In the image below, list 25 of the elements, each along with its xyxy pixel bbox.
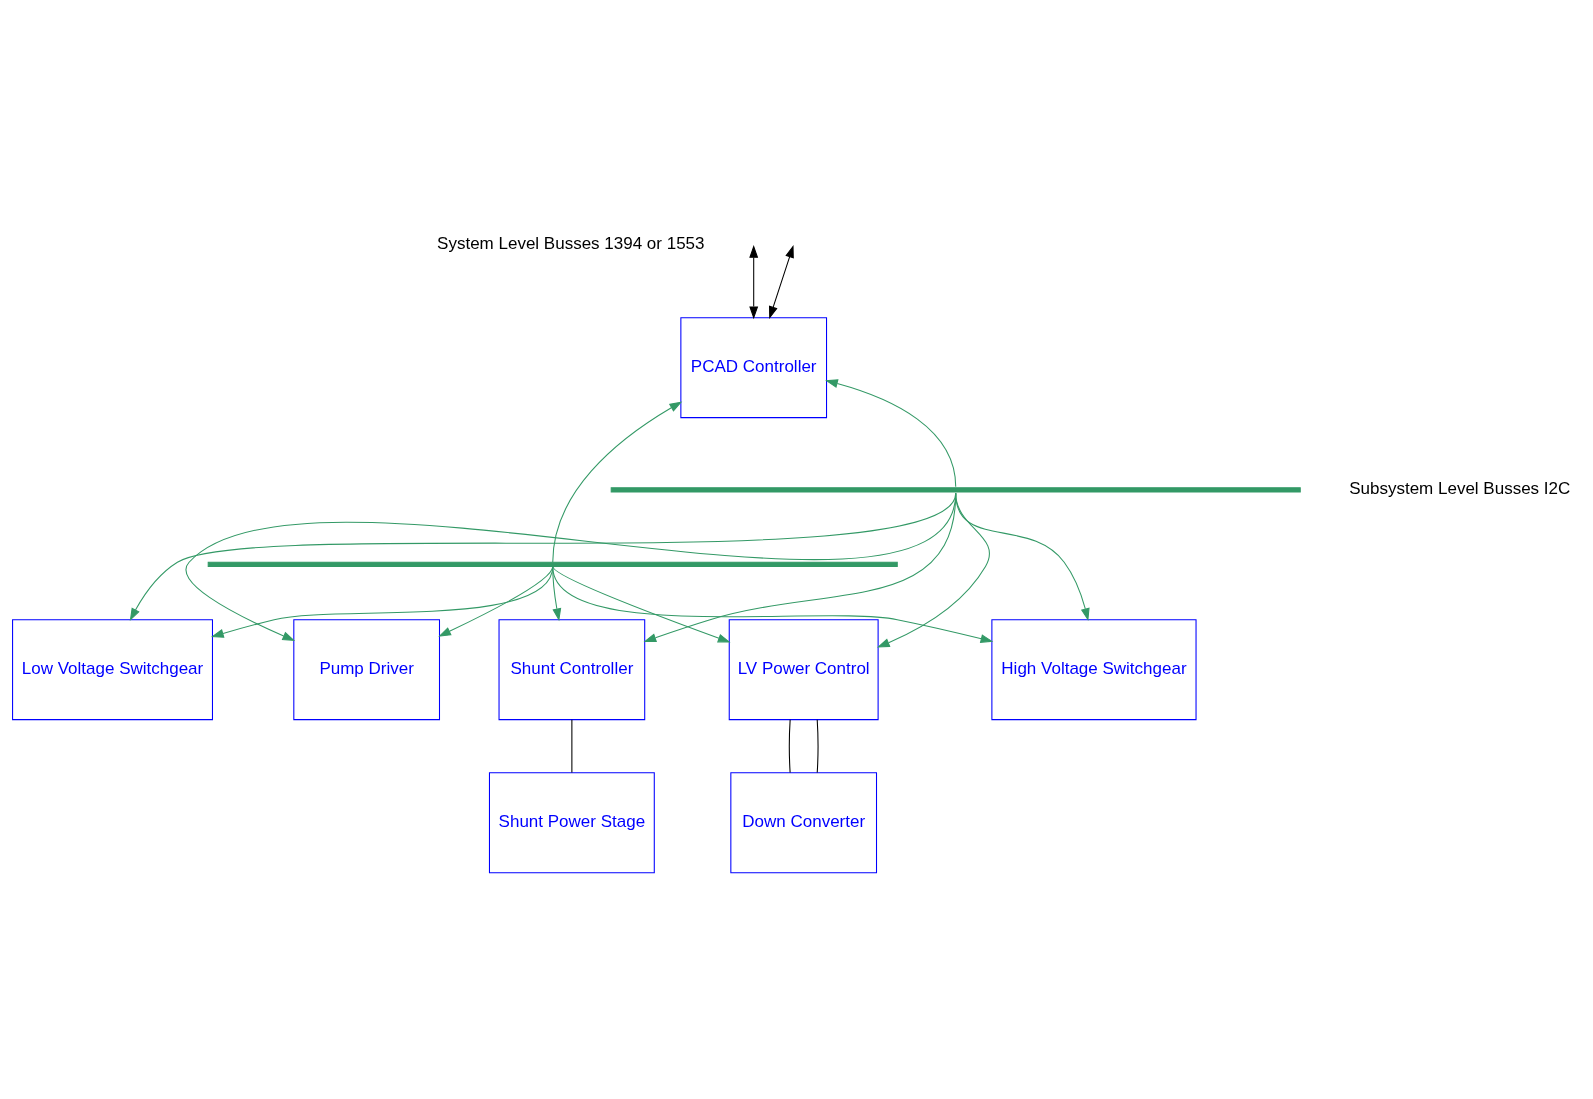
node-box: High Voltage Switchgear	[991, 619, 1197, 721]
arrow	[768, 245, 794, 320]
arrow	[552, 401, 683, 563]
arrow	[211, 566, 554, 638]
connector	[816, 719, 819, 773]
arrow	[552, 566, 994, 643]
arrow	[876, 492, 990, 648]
node-box: Down Converter	[730, 772, 878, 874]
node-box: LV Power Control	[728, 619, 879, 721]
label: Subsystem Level Busses I2C	[1349, 479, 1571, 498]
connector	[788, 719, 791, 773]
node-box: Shunt Power Stage	[488, 772, 655, 874]
arrow	[749, 244, 759, 320]
connector	[571, 719, 573, 773]
node-box: PCAD Controller	[680, 317, 828, 419]
node-bar	[207, 561, 898, 568]
arrow	[185, 492, 957, 641]
arrow	[552, 566, 731, 643]
arrow	[825, 379, 957, 488]
arrow	[438, 566, 554, 637]
node-box: Low Voltage Switchgear	[12, 619, 213, 721]
node-box: Pump Driver	[293, 619, 440, 721]
label: System Level Busses 1394 or 1553	[437, 234, 705, 254]
node-box: Shunt Controller	[498, 619, 646, 721]
node-bar	[610, 487, 1301, 493]
